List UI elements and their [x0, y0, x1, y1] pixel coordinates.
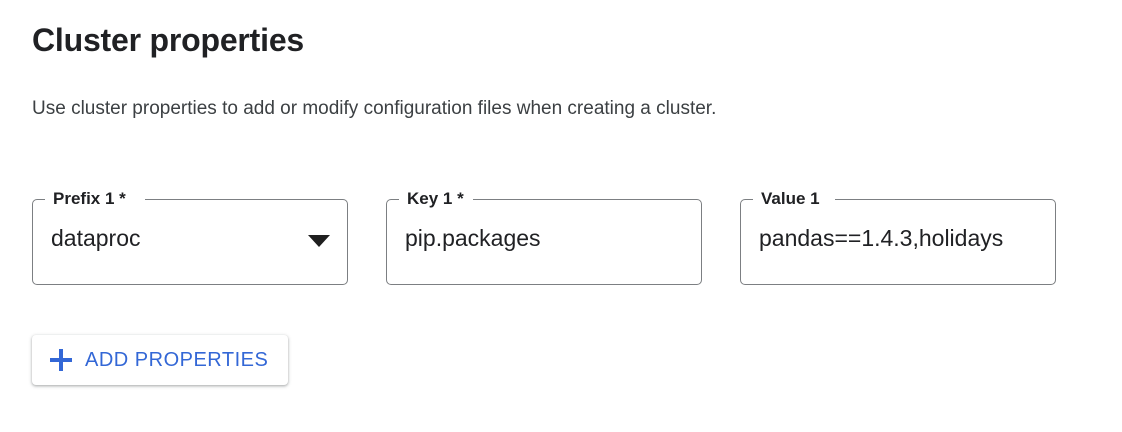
key-field[interactable]: Key 1 * pip.packages: [386, 189, 702, 285]
plus-icon: [50, 349, 72, 371]
key-field-value[interactable]: pip.packages: [405, 225, 541, 251]
add-properties-button[interactable]: ADD PROPERTIES: [32, 335, 289, 385]
value-field[interactable]: Value 1 pandas==1.4.3,holidays: [740, 189, 1056, 285]
prefix-field-label: Prefix 1 *: [53, 189, 126, 208]
add-properties-button-label: ADD PROPERTIES: [85, 348, 269, 371]
page-title: Cluster properties: [32, 22, 305, 58]
prefix-field-value[interactable]: dataproc: [51, 225, 141, 251]
value-field-value[interactable]: pandas==1.4.3,holidays: [759, 225, 1004, 251]
value-field-label: Value 1: [761, 189, 820, 208]
page-description: Use cluster properties to add or modify …: [32, 98, 717, 119]
chevron-down-icon[interactable]: [308, 235, 330, 247]
prefix-field[interactable]: Prefix 1 * dataproc: [32, 189, 348, 285]
key-field-label: Key 1 *: [407, 189, 464, 208]
